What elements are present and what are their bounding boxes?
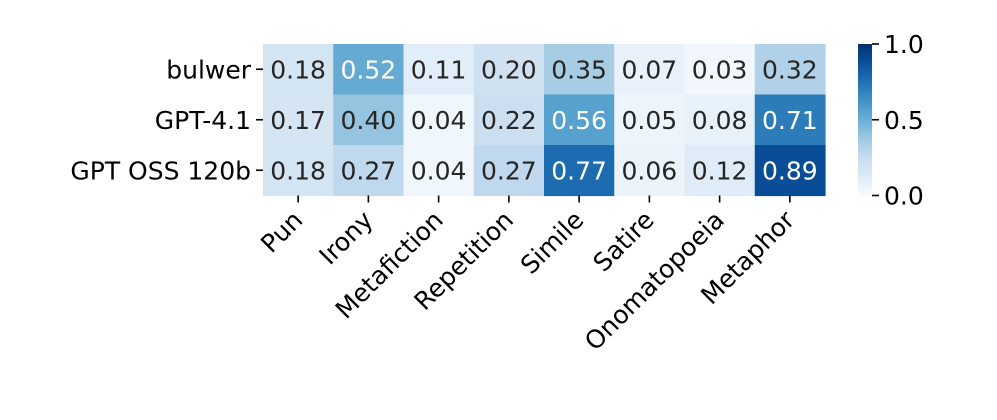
heatmap-cell bbox=[333, 44, 405, 96]
heatmap-cell bbox=[544, 145, 615, 197]
heatmap-cell bbox=[473, 44, 545, 96]
colorbar-tick-label: 0.0 bbox=[884, 182, 924, 211]
cell-value-label: 0.22 bbox=[481, 106, 537, 135]
heatmap-cell bbox=[614, 145, 686, 197]
cell-value-label: 0.12 bbox=[692, 156, 748, 185]
column-label: Simile bbox=[515, 205, 590, 280]
colorbar: 0.0 0.5 1.0 bbox=[858, 30, 924, 211]
heatmap-cell bbox=[614, 94, 686, 146]
row-label: GPT-4.1 bbox=[155, 106, 251, 135]
cell-value-label: 0.07 bbox=[622, 55, 678, 84]
cell-value-label: 0.27 bbox=[481, 156, 537, 185]
row-label: bulwer bbox=[166, 55, 251, 84]
heatmap-cell bbox=[333, 94, 405, 146]
cell-value-label: 0.03 bbox=[692, 55, 748, 84]
cell-value-label: 0.56 bbox=[551, 106, 607, 135]
heatmap-cell bbox=[754, 44, 826, 96]
heatmap-cells: 0.18 0.52 0.11 0.20 0.35 0.07 0.03 0.32 0.17 0.40… bbox=[263, 44, 826, 197]
heatmap-cell bbox=[403, 44, 475, 96]
heatmap-cell bbox=[473, 145, 545, 197]
heatmap-cell bbox=[263, 44, 334, 96]
cell-value-label: 0.18 bbox=[270, 55, 326, 84]
heatmap-cell bbox=[684, 94, 756, 146]
heatmap-cell bbox=[263, 145, 334, 197]
heatmap-cell bbox=[403, 145, 475, 197]
cell-value-label: 0.18 bbox=[270, 156, 326, 185]
column-label: Pun bbox=[255, 205, 308, 258]
cell-value-label: 0.32 bbox=[762, 55, 818, 84]
row-label: GPT OSS 120b bbox=[70, 156, 251, 185]
cell-value-label: 0.52 bbox=[341, 55, 397, 84]
heatmap-cell bbox=[333, 145, 405, 197]
cell-value-label: 0.04 bbox=[411, 156, 467, 185]
cell-value-label: 0.04 bbox=[411, 106, 467, 135]
colorbar-tick-label: 1.0 bbox=[884, 30, 924, 59]
column-label: Irony bbox=[314, 205, 379, 270]
colorbar-gradient bbox=[858, 44, 872, 196]
heatmap-cell bbox=[263, 94, 334, 146]
cell-value-label: 0.35 bbox=[551, 55, 607, 84]
heatmap-cell bbox=[754, 145, 826, 197]
heatmap-cell bbox=[684, 44, 756, 96]
cell-value-label: 0.77 bbox=[551, 156, 607, 185]
heatmap-cell bbox=[754, 94, 826, 146]
heatmap-cell bbox=[473, 94, 545, 146]
cell-value-label: 0.08 bbox=[692, 106, 748, 135]
heatmap-cell bbox=[544, 44, 615, 96]
cell-value-label: 0.27 bbox=[341, 156, 397, 185]
heatmap-cell bbox=[544, 94, 615, 146]
cell-value-label: 0.40 bbox=[341, 106, 397, 135]
cell-value-label: 0.06 bbox=[622, 156, 678, 185]
cell-value-label: 0.11 bbox=[411, 55, 467, 84]
cell-value-label: 0.89 bbox=[762, 156, 818, 185]
heatmap-cell bbox=[614, 44, 686, 96]
heatmap-cell bbox=[403, 94, 475, 146]
cell-value-label: 0.17 bbox=[270, 106, 326, 135]
cell-value-label: 0.20 bbox=[481, 55, 537, 84]
cell-value-label: 0.71 bbox=[762, 106, 818, 135]
colorbar-tick-label: 0.5 bbox=[884, 106, 924, 135]
cell-value-label: 0.05 bbox=[622, 106, 678, 135]
heatmap-cell bbox=[684, 145, 756, 197]
